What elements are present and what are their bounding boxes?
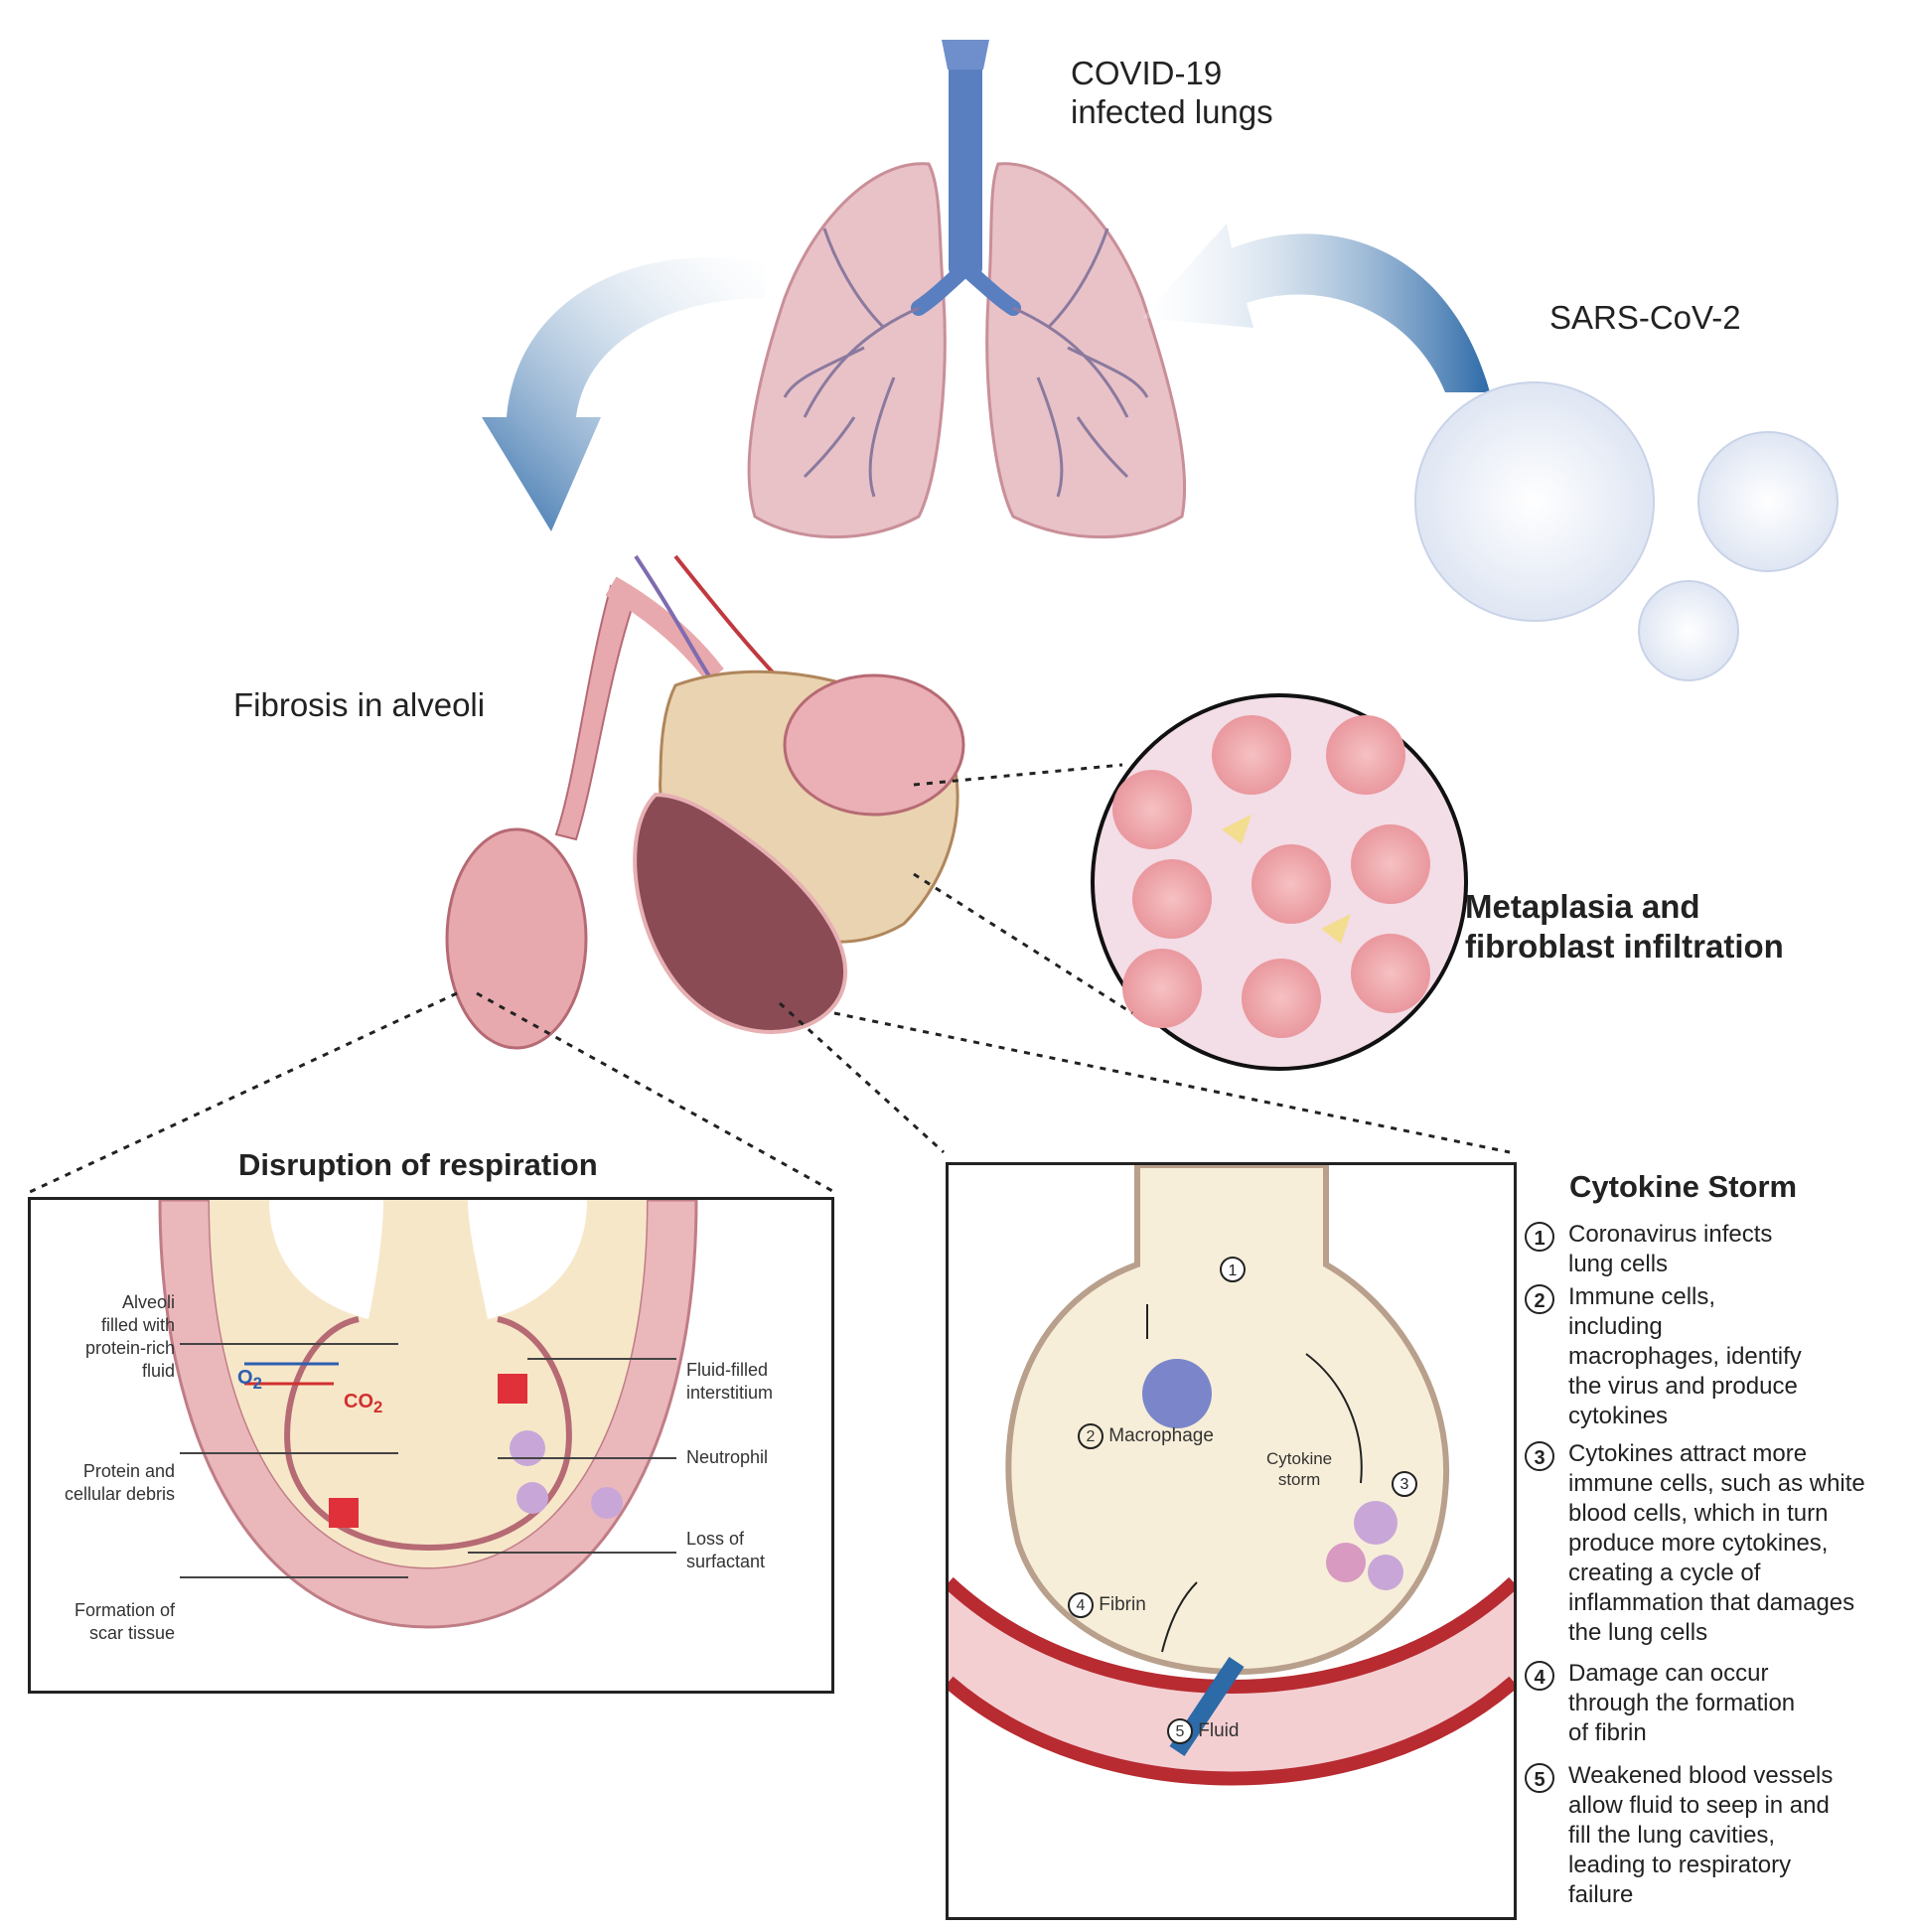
interstitium-line1: Fluid-filled (686, 1360, 769, 1380)
step-5-line4: leading to respiratory (1568, 1852, 1792, 1878)
surfactant-line1: Loss of (686, 1529, 745, 1549)
step-3-line1: Cytokines attract more (1568, 1440, 1808, 1467)
step-3-line6: inflammation that damages (1568, 1589, 1855, 1616)
step-5-text: Weakened blood vessels allow fluid to se… (1568, 1761, 1906, 1910)
step-1-line2: lung cells (1568, 1251, 1669, 1277)
step-3-badge: 3 (1525, 1441, 1554, 1471)
o2-sub: 2 (252, 1374, 262, 1393)
virus-illustration (1414, 381, 1839, 681)
left-curved-arrow (482, 257, 765, 531)
panel-step-4: 4 (1068, 1592, 1094, 1618)
macrophage-label: 2 Macrophage (1078, 1423, 1214, 1449)
metaplasia-label-line1: Metaplasia and (1465, 888, 1700, 925)
fluid-label: 5 Fluid (1167, 1718, 1239, 1744)
o2-text: O (237, 1367, 253, 1389)
alveoli-line4: fluid (141, 1361, 175, 1381)
step-2-line2: including (1568, 1313, 1663, 1340)
step-3-text: Cytokines attract more immune cells, suc… (1568, 1439, 1906, 1648)
step-2-line3: macrophages, identify (1568, 1343, 1802, 1370)
step-3-line4: produce more cytokines, (1568, 1530, 1829, 1557)
step-4-line1: Damage can occur (1568, 1660, 1769, 1687)
fibrin-text: Fibrin (1099, 1594, 1146, 1615)
step-4-badge: 4 (1525, 1661, 1554, 1691)
cytokine-storm-diagram (949, 1165, 1514, 1786)
cytokine-inner-line1: Cytokine (1266, 1449, 1333, 1468)
panel-step-1: 1 (1220, 1257, 1246, 1282)
co2-text: CO (344, 1391, 373, 1412)
step-2-text: Immune cells, including macrophages, ide… (1568, 1282, 1906, 1431)
metaplasia-label-line2: fibroblast infiltration (1465, 928, 1784, 965)
step-5-line3: fill the lung cavities, (1568, 1822, 1776, 1849)
step-2-line4: the virus and produce (1568, 1373, 1798, 1400)
step-2-line1: Immune cells, (1568, 1283, 1716, 1310)
scar-line2: scar tissue (88, 1623, 175, 1643)
surfactant-label: Loss of surfactant (686, 1528, 825, 1573)
alveoli-cluster (445, 554, 965, 1050)
cytokine-inner-line2: storm (1277, 1470, 1321, 1489)
cytokine-storm-panel: 1 2 Macrophage Cytokine storm 3 4 Fibrin… (946, 1162, 1517, 1920)
neutrophil-label: Neutrophil (686, 1447, 769, 1467)
step-3-line7: the lung cells (1568, 1619, 1708, 1646)
step-3-line3: blood cells, which in turn (1568, 1500, 1829, 1527)
co2-label: CO2 (344, 1391, 382, 1417)
step-5-line1: Weakened blood vessels (1568, 1762, 1834, 1789)
interstitium-line2: interstitium (686, 1383, 774, 1403)
panel-step-2: 2 (1078, 1423, 1104, 1449)
step-3-line2: immune cells, such as white (1568, 1470, 1865, 1497)
scar-line1: Formation of (74, 1600, 175, 1620)
step-5-line2: allow fluid to seep in and (1568, 1792, 1830, 1819)
step-1-badge: 1 (1525, 1222, 1554, 1252)
zoom-connectors (29, 763, 1511, 1194)
step-3-line5: creating a cycle of (1568, 1560, 1761, 1586)
macrophage-text: Macrophage (1108, 1425, 1214, 1446)
step-2-line5: cytokines (1568, 1403, 1669, 1429)
protein-line1: Protein and (82, 1461, 175, 1481)
step-1-line1: Coronavirus infects (1568, 1221, 1773, 1248)
respiration-diagram (158, 1200, 698, 1629)
lungs-label-line2: infected lungs (1071, 93, 1273, 130)
lungs-label: COVID-19 infected lungs (1071, 54, 1273, 131)
lungs-label-line1: COVID-19 (1071, 55, 1223, 91)
step-5-badge: 5 (1525, 1763, 1554, 1793)
step-5-line5: failure (1568, 1881, 1634, 1908)
metaplasia-magnifier (1091, 693, 1468, 1071)
protein-debris-label: Protein and cellular debris (51, 1460, 175, 1506)
step-2-badge: 2 (1525, 1284, 1554, 1314)
lungs-illustration (747, 40, 1187, 539)
respiration-title: Disruption of respiration (238, 1147, 598, 1182)
step-4-line2: through the formation (1568, 1690, 1796, 1716)
step-4-text: Damage can occur through the formation o… (1568, 1659, 1906, 1748)
fibrin-label: 4 Fibrin (1068, 1592, 1146, 1618)
alveoli-line2: filled with (100, 1315, 175, 1335)
alveoli-line3: protein-rich (84, 1338, 175, 1358)
fibrosis-label: Fibrosis in alveoli (233, 686, 486, 723)
right-curved-arrow (1142, 223, 1490, 392)
co2-sub: 2 (373, 1398, 383, 1416)
step-1-text: Coronavirus infects lung cells (1568, 1220, 1906, 1279)
protein-line2: cellular debris (64, 1484, 175, 1504)
step-4-line3: of fibrin (1568, 1719, 1647, 1746)
virus-label: SARS-CoV-2 (1549, 299, 1741, 336)
panel-step-5: 5 (1167, 1718, 1193, 1744)
o2-label: O2 (237, 1367, 262, 1394)
scar-tissue-label: Formation of scar tissue (51, 1599, 175, 1645)
surfactant-line2: surfactant (686, 1552, 766, 1571)
alveoli-line1: Alveoli (121, 1292, 175, 1312)
panel-step-3: 3 (1392, 1471, 1417, 1497)
alveoli-filled-label: Alveoli filled with protein-rich fluid (71, 1291, 175, 1383)
metaplasia-label: Metaplasia and fibroblast infiltration (1465, 887, 1784, 966)
cytokine-storm-title: Cytokine Storm (1569, 1169, 1798, 1204)
fluid-text: Fluid (1198, 1720, 1240, 1741)
interstitium-label: Fluid-filled interstitium (686, 1359, 825, 1405)
respiration-panel: Alveoli filled with protein-rich fluid O… (28, 1197, 834, 1694)
cytokine-storm-inner-label: Cytokine storm (1266, 1448, 1332, 1490)
